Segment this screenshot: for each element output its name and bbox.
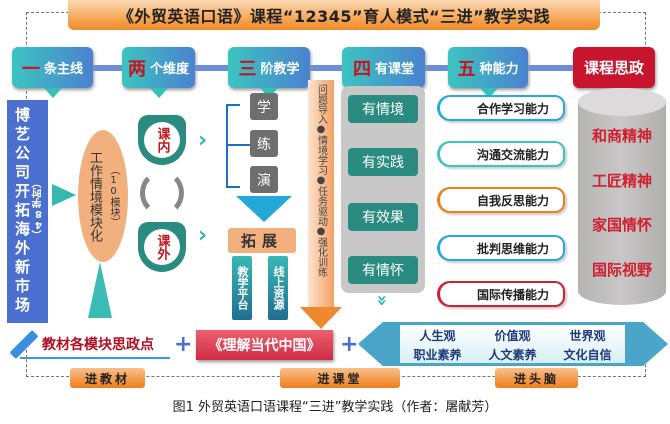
chevron-down-icon: » — [371, 294, 393, 307]
classroom-item: 有情怀 — [348, 256, 418, 284]
figure-caption: 图1 外贸英语口语课程“三进”教学实践（作者：屠献芳） — [172, 400, 498, 415]
into-classroom-label: 进课堂 — [280, 368, 400, 388]
chevron-right-icon: › — [198, 223, 208, 248]
out-class-badge: 课外 — [138, 222, 186, 272]
underline — [20, 357, 170, 359]
textbook-points: 教材各模块思政点 — [42, 337, 154, 353]
step-teaching: 三阶教学 — [228, 47, 310, 88]
cycle-arrows-icon — [140, 170, 184, 216]
step-dimensions: 两个维度 — [122, 47, 195, 88]
values-row: 职业素养人文素养文化自信 — [413, 348, 612, 362]
stage-practice: 练 — [250, 130, 278, 157]
classroom-item: 有效果 — [348, 203, 418, 231]
ideology-list: 和商精神 工匠精神 家国情怀 国际视野 — [578, 122, 666, 285]
in-class-badge: 课内 — [138, 115, 186, 165]
right-arrow-icon — [52, 184, 76, 206]
chevron-right-icon: › — [198, 128, 208, 153]
plus-icon: + — [174, 332, 193, 357]
step-ideology: 课程思政 — [573, 47, 655, 88]
ability-item: 合作学习能力 — [437, 95, 565, 121]
values-banner-inner — [400, 325, 625, 363]
ideology-item: 和商精神 — [591, 127, 652, 145]
ability-item: 沟通交流能力 — [437, 141, 565, 167]
online-resources: 线上资源 — [268, 256, 288, 320]
into-textbook-label: 进教材 — [70, 368, 145, 388]
ability-item: 自我反思能力 — [437, 187, 565, 213]
hours-label: （48学时） — [33, 178, 44, 240]
bracket-mid — [226, 144, 250, 146]
classroom-item: 有实践 — [348, 148, 418, 176]
step-abilities: 五种能力 — [448, 47, 528, 88]
plus-icon: + — [340, 332, 359, 357]
ideology-item: 家国情怀 — [591, 216, 652, 234]
ability-item: 国际传播能力 — [437, 281, 565, 307]
process-arrow: 问题导入●情境学习●任务驱动●强化训练 — [308, 80, 334, 308]
up-arrow-icon — [88, 262, 112, 318]
dashed-frame — [26, 12, 646, 158]
down-triangle — [44, 88, 62, 98]
ideology-item: 工匠精神 — [591, 171, 652, 190]
main-line-label: 博艺公司开拓海外新市场 — [13, 107, 31, 316]
bracket — [226, 104, 240, 188]
stage-perform: 演 — [250, 166, 278, 193]
main-line-box: 博艺公司开拓海外新市场 — [7, 100, 48, 323]
dimension-ellipse: 工作情境模块化（10模块） — [78, 130, 128, 262]
step-classroom: 四有课堂 — [342, 47, 425, 88]
ideology-cylinder — [578, 88, 666, 305]
cylinder-top — [578, 88, 666, 116]
page-title: 《外贸英语口语》课程“12345”育人模式“三进”教学实践 — [68, 0, 600, 30]
process-arrowhead — [300, 307, 342, 329]
teaching-platform: 教学平台 — [232, 256, 252, 320]
ideology-item: 国际视野 — [591, 260, 652, 279]
expand-box: 拓展 — [228, 228, 296, 253]
into-mind-label: 进头脑 — [495, 368, 578, 388]
connector-line — [90, 65, 580, 71]
funnel-icon — [236, 196, 292, 222]
down-triangle — [480, 88, 498, 98]
step-main-line: 一条主线 — [12, 47, 93, 88]
down-triangle — [150, 88, 168, 98]
book-box: 《理解当代中国》 — [196, 330, 333, 360]
classroom-item: 有情境 — [348, 95, 418, 123]
ability-item: 批判思维能力 — [437, 235, 565, 261]
stage-learn: 学 — [250, 93, 278, 120]
values-row: 人生观价值观世界观 — [419, 329, 606, 343]
